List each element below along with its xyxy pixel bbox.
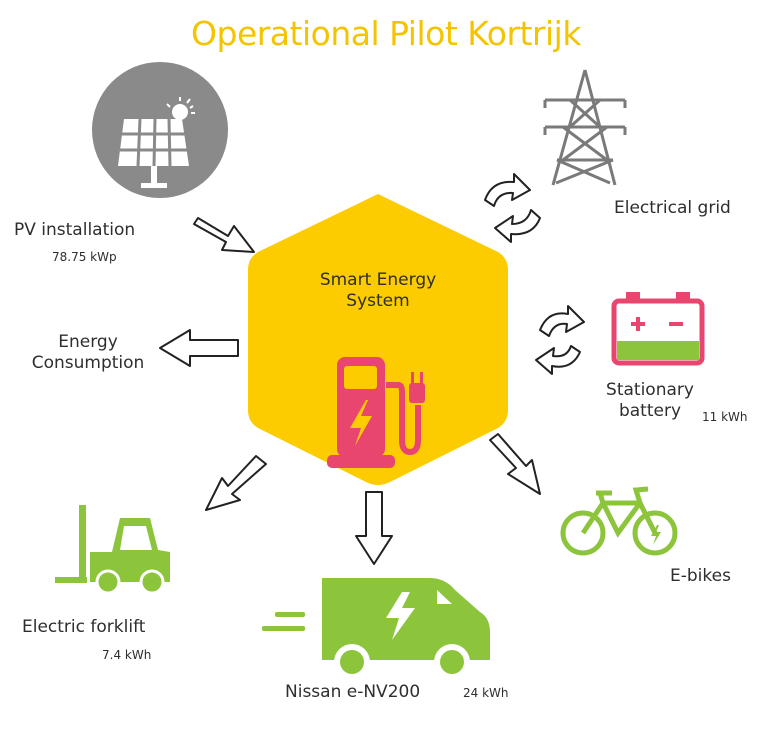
solar-panel-icon [92,62,228,198]
electric-forklift-capacity: 7.4 kWh [102,648,152,662]
stationary-battery-capacity: 11 kWh [702,410,748,424]
hub-label-line2: System [346,291,410,311]
smart-energy-hexagon [248,194,508,485]
nissan-van-capacity: 24 kWh [463,686,509,700]
pv-installation-label: PV installation [14,220,136,240]
page-title: Operational Pilot Kortrijk [191,14,581,53]
power-pylon-icon [543,69,627,186]
hub-label: Smart Energy System [298,270,458,312]
nissan-van-label: Nissan e-NV200 [285,682,421,702]
arrow-hub-to-ebikes [489,433,541,495]
energy-consumption-label: Energy Consumption [18,332,158,374]
bidirectional-arrow-battery [535,305,585,375]
battery-icon [611,292,705,366]
arrow-hub-to-forklift [205,455,267,511]
stationary-battery-line2: battery [618,401,682,421]
hub-label-line1: Smart Energy [319,270,437,290]
electric-van-icon [262,578,490,680]
energy-consumption-line2: Consumption [31,353,145,373]
bicycle-icon [560,486,678,556]
forklift-icon [55,505,170,595]
arrow-hub-to-van [355,491,393,565]
energy-consumption-line1: Energy [58,332,118,352]
arrow-hub-to-consumption [159,329,239,367]
stationary-battery-label: Stationary battery [600,380,700,422]
pv-installation-capacity: 78.75 kWp [52,250,117,264]
stationary-battery-line1: Stationary [606,380,694,400]
ebikes-label: E-bikes [670,566,731,586]
charging-station-icon [327,357,425,468]
bidirectional-arrow-grid [484,173,541,243]
arrow-pv-to-hub [193,217,255,253]
electric-forklift-label: Electric forklift [22,617,146,637]
electrical-grid-label: Electrical grid [614,198,731,218]
bike-bolt-icon [651,525,661,545]
